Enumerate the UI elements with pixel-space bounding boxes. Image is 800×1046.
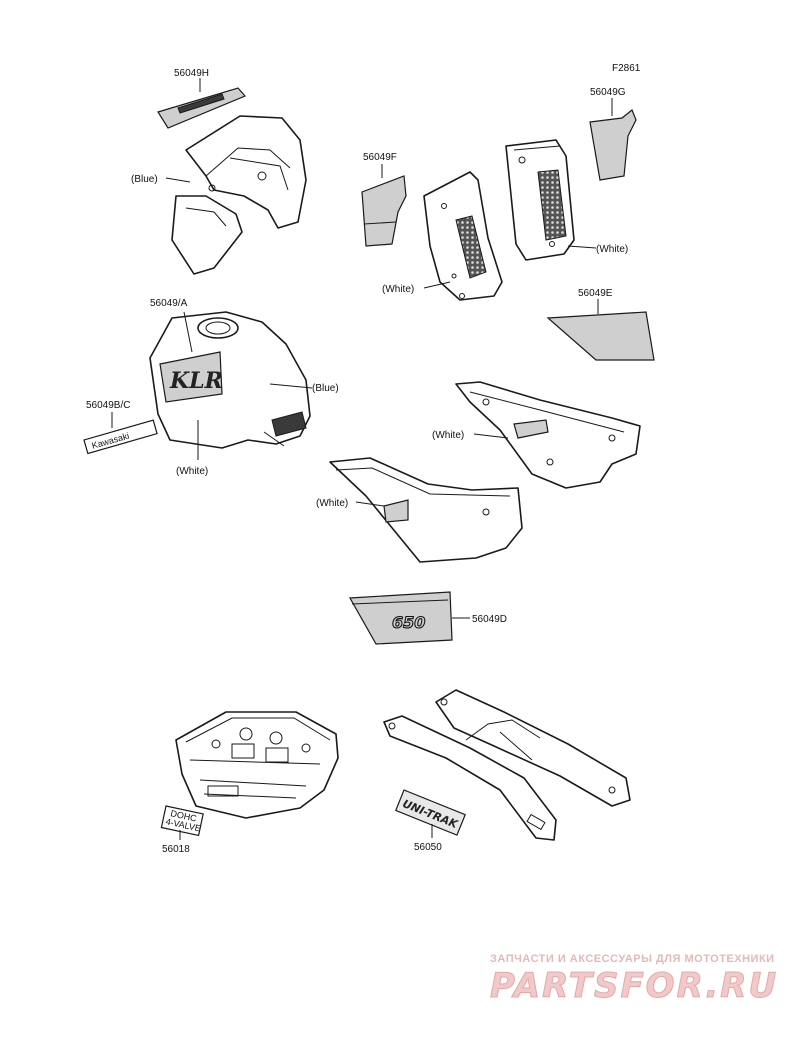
label-white-radiator-left: (White) (382, 284, 414, 295)
label-white-sidecover-right: (White) (432, 430, 464, 441)
label-56049A: 56049/A (150, 298, 188, 309)
cylinder-head: DOHC 4-VALVE 56018 (160, 711, 339, 855)
label-white-sidecover-left: (White) (316, 498, 348, 509)
label-blue-fairing: (Blue) (131, 174, 158, 185)
label-56049H: 56049H (174, 68, 209, 79)
label-56049BC: 56049B/C (86, 400, 130, 411)
fuel-tank: KLR 56049/A (Blue) (White) 56049B/C Kawa… (83, 298, 339, 477)
label-blue-tank: (Blue) (312, 383, 339, 394)
decal-56049F (361, 175, 407, 247)
swing-arm: UNI-TRAK 56050 (383, 689, 631, 853)
watermark-logo: PARTSFOR.RU (489, 966, 779, 1007)
radiator-shrouds: 56049F (White) (White) 56049G 56049E (361, 87, 655, 361)
decal-56049E (546, 311, 655, 361)
kawasaki-decal (83, 419, 158, 455)
watermark-caption: ЗАПЧАСТИ И АКСЕССУАРЫ ДЛЯ МОТОТЕХНИКИ (490, 953, 775, 965)
label-56049D: 56049D (472, 614, 507, 625)
label-56050: 56050 (414, 842, 442, 853)
sidecover-number-decal: 650 (392, 613, 425, 632)
headlight-fairing: 56049H (Blue) (131, 68, 307, 275)
swingarm-decal (394, 789, 466, 836)
label-56049G: 56049G (590, 87, 626, 98)
decal-56049H-lettering (177, 93, 225, 114)
figure-code: F2861 (612, 63, 641, 74)
tank-logo-decal: KLR (169, 368, 223, 394)
label-white-tank: (White) (176, 466, 208, 477)
label-56049E: 56049E (578, 288, 613, 299)
decal-56049G (589, 109, 637, 181)
label-56018: 56018 (162, 844, 190, 855)
side-covers: (White) (White) 650 56049D (316, 381, 641, 645)
label-56049F: 56049F (363, 152, 397, 163)
label-white-radiator-right: (White) (596, 244, 628, 255)
decal-56049D (349, 591, 453, 645)
